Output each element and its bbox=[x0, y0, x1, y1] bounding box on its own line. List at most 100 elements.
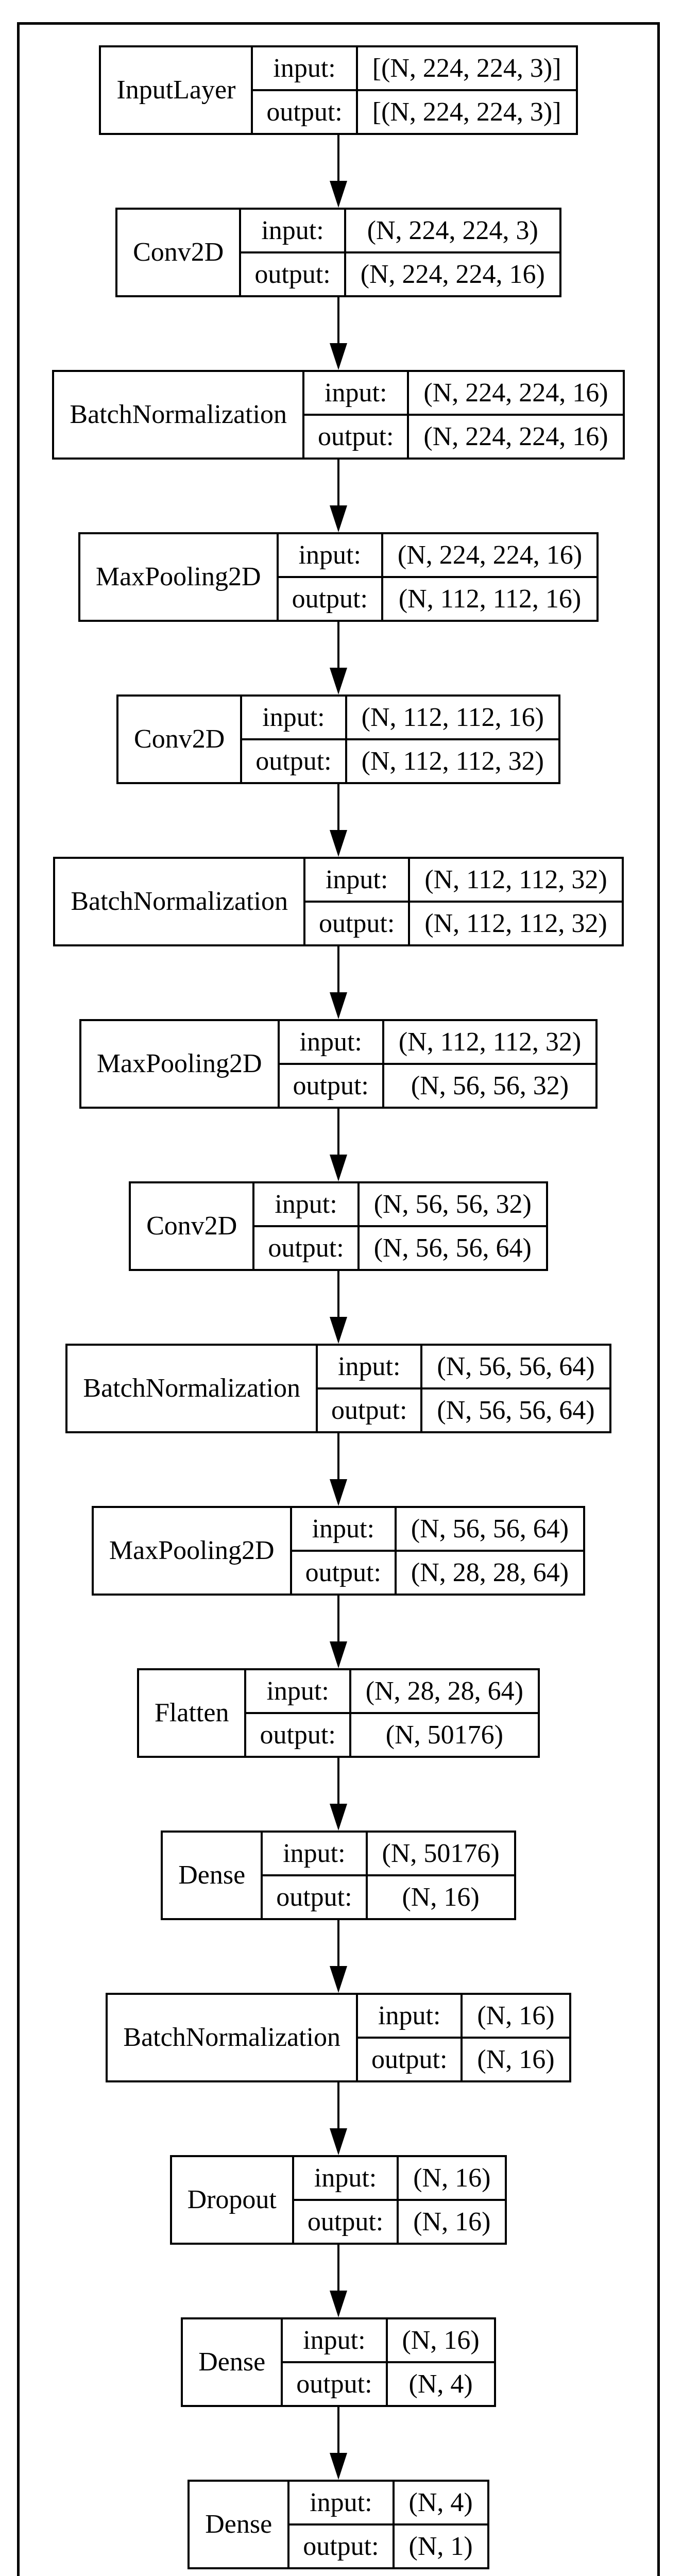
input-shape: (N, 224, 224, 16) bbox=[397, 540, 583, 570]
input-shape: (N, 16) bbox=[402, 2325, 480, 2355]
output-shape: (N, 56, 56, 32) bbox=[384, 1063, 596, 1107]
layer-node: Dense input: (N, 4) output: (N, 1) bbox=[187, 2480, 489, 2569]
io-table: input: (N, 56, 56, 32) output: (N, 56, 5… bbox=[254, 1183, 546, 1269]
output-label: output: bbox=[292, 1550, 397, 1594]
layer-node: Dropout input: (N, 16) output: (N, 16) bbox=[169, 2155, 507, 2245]
arrow-head-icon bbox=[329, 1641, 347, 1668]
io-table: input: (N, 112, 112, 32) output: (N, 112… bbox=[305, 859, 622, 944]
output-shape: (N, 1) bbox=[394, 2523, 487, 2567]
layer-node: BatchNormalization input: (N, 16) output… bbox=[106, 1993, 571, 2082]
arrow-head-icon bbox=[329, 992, 347, 1019]
layer-name: MaxPooling2D bbox=[94, 1508, 292, 1594]
layer-node: MaxPooling2D input: (N, 56, 56, 64) outp… bbox=[91, 1506, 586, 1596]
io-table: input: (N, 224, 224, 16) output: (N, 112… bbox=[278, 534, 597, 620]
arrow-stem bbox=[337, 1758, 339, 1804]
io-table: input: (N, 50176) output: (N, 16) bbox=[263, 1833, 514, 1918]
io-table: input: [(N, 224, 224, 3)] output: [(N, 2… bbox=[253, 47, 576, 133]
input-shape: (N, 50176) bbox=[382, 1838, 500, 1868]
layer-node: Dense input: (N, 50176) output: (N, 16) bbox=[161, 1831, 516, 1920]
arrow-connector bbox=[329, 135, 347, 208]
input-label: input: bbox=[318, 1346, 423, 1387]
layer-node: Conv2D input: (N, 112, 112, 16) output: … bbox=[116, 694, 560, 784]
input-shape: [(N, 224, 224, 3)] bbox=[372, 53, 561, 83]
arrow-stem bbox=[337, 297, 339, 343]
arrow-head-icon bbox=[329, 505, 347, 532]
output-label: output: bbox=[279, 1063, 384, 1107]
arrow-connector bbox=[329, 784, 347, 857]
io-table: input: (N, 28, 28, 64) output: (N, 50176… bbox=[246, 1670, 538, 1756]
output-shape: (N, 50176) bbox=[351, 1712, 538, 1756]
input-label: input: bbox=[263, 1833, 368, 1874]
io-table: input: (N, 224, 224, 3) output: (N, 224,… bbox=[241, 210, 559, 295]
arrow-connector bbox=[329, 946, 347, 1019]
output-shape: (N, 16) bbox=[367, 1874, 514, 1918]
input-label: input: bbox=[358, 1995, 463, 2037]
arrow-connector bbox=[329, 1433, 347, 1506]
arrow-stem bbox=[337, 1596, 339, 1641]
output-shape: (N, 16) bbox=[463, 2037, 569, 2080]
layer-name: MaxPooling2D bbox=[80, 534, 279, 620]
layer-node: BatchNormalization input: (N, 224, 224, … bbox=[52, 370, 625, 460]
arrow-connector bbox=[329, 1920, 347, 1993]
layer-name: BatchNormalization bbox=[108, 1995, 359, 2080]
layer-name: Dense bbox=[190, 2482, 290, 2567]
input-shape: (N, 56, 56, 32) bbox=[373, 1189, 532, 1219]
input-label: input: bbox=[292, 1508, 397, 1550]
input-label: input: bbox=[280, 1021, 384, 1063]
arrow-stem bbox=[337, 2407, 339, 2453]
arrow-head-icon bbox=[329, 2128, 347, 2155]
arrow-stem bbox=[337, 784, 339, 830]
output-label: output: bbox=[283, 2361, 388, 2405]
output-shape: (N, 16) bbox=[399, 2199, 505, 2243]
layer-node: Conv2D input: (N, 56, 56, 32) output: (N… bbox=[129, 1181, 548, 1271]
input-label: input: bbox=[242, 697, 347, 738]
arrow-connector bbox=[329, 622, 347, 694]
arrow-head-icon bbox=[329, 1966, 347, 1993]
arrow-head-icon bbox=[329, 668, 347, 694]
arrow-connector bbox=[329, 460, 347, 532]
layer-name: BatchNormalization bbox=[54, 372, 305, 457]
layer-node: Flatten input: (N, 28, 28, 64) output: (… bbox=[137, 1668, 540, 1758]
input-shape: (N, 4) bbox=[408, 2487, 473, 2517]
arrow-head-icon bbox=[329, 2453, 347, 2480]
arrow-connector bbox=[329, 2082, 347, 2155]
arrow-head-icon bbox=[329, 1317, 347, 1344]
layer-node: MaxPooling2D input: (N, 224, 224, 16) ou… bbox=[78, 532, 599, 622]
input-shape: (N, 28, 28, 64) bbox=[365, 1676, 523, 1706]
output-label: output: bbox=[294, 2199, 399, 2243]
layer-name: Dense bbox=[163, 1833, 263, 1918]
layer-node: InputLayer input: [(N, 224, 224, 3)] out… bbox=[99, 45, 578, 135]
layer-name: Conv2D bbox=[118, 697, 243, 782]
layer-name: BatchNormalization bbox=[55, 859, 305, 944]
output-label: output: bbox=[253, 89, 358, 133]
output-label: output: bbox=[246, 1712, 351, 1756]
layer-name: Dropout bbox=[172, 2157, 294, 2243]
io-table: input: (N, 16) output: (N, 16) bbox=[294, 2157, 505, 2243]
arrow-stem bbox=[337, 135, 339, 181]
input-shape: (N, 112, 112, 32) bbox=[398, 1027, 582, 1057]
layer-name: Dense bbox=[183, 2319, 283, 2405]
layer-node: Conv2D input: (N, 224, 224, 3) output: (… bbox=[115, 208, 561, 297]
arrow-head-icon bbox=[329, 2291, 347, 2317]
input-label: input: bbox=[253, 47, 358, 89]
layer-node: Dense input: (N, 16) output: (N, 4) bbox=[181, 2317, 496, 2407]
arrow-stem bbox=[337, 1271, 339, 1317]
output-shape: [(N, 224, 224, 3)] bbox=[357, 89, 576, 133]
io-table: input: (N, 4) output: (N, 1) bbox=[289, 2482, 487, 2567]
output-shape: (N, 4) bbox=[387, 2361, 494, 2405]
model-flow-diagram: InputLayer input: [(N, 224, 224, 3)] out… bbox=[52, 45, 625, 2569]
output-shape: (N, 112, 112, 32) bbox=[410, 901, 622, 944]
input-label: input: bbox=[241, 210, 346, 251]
layer-name: InputLayer bbox=[101, 47, 253, 133]
arrow-head-icon bbox=[329, 1479, 347, 1506]
output-shape: (N, 224, 224, 16) bbox=[346, 251, 559, 295]
arrow-connector bbox=[329, 1109, 347, 1181]
input-shape: (N, 112, 112, 32) bbox=[424, 865, 607, 894]
output-label: output: bbox=[289, 2523, 395, 2567]
output-shape: (N, 112, 112, 32) bbox=[347, 738, 558, 782]
layer-node: BatchNormalization input: (N, 56, 56, 64… bbox=[65, 1344, 611, 1433]
output-label: output: bbox=[358, 2037, 463, 2080]
io-table: input: (N, 16) output: (N, 16) bbox=[358, 1995, 569, 2080]
arrow-stem bbox=[337, 622, 339, 668]
arrow-stem bbox=[337, 946, 339, 992]
